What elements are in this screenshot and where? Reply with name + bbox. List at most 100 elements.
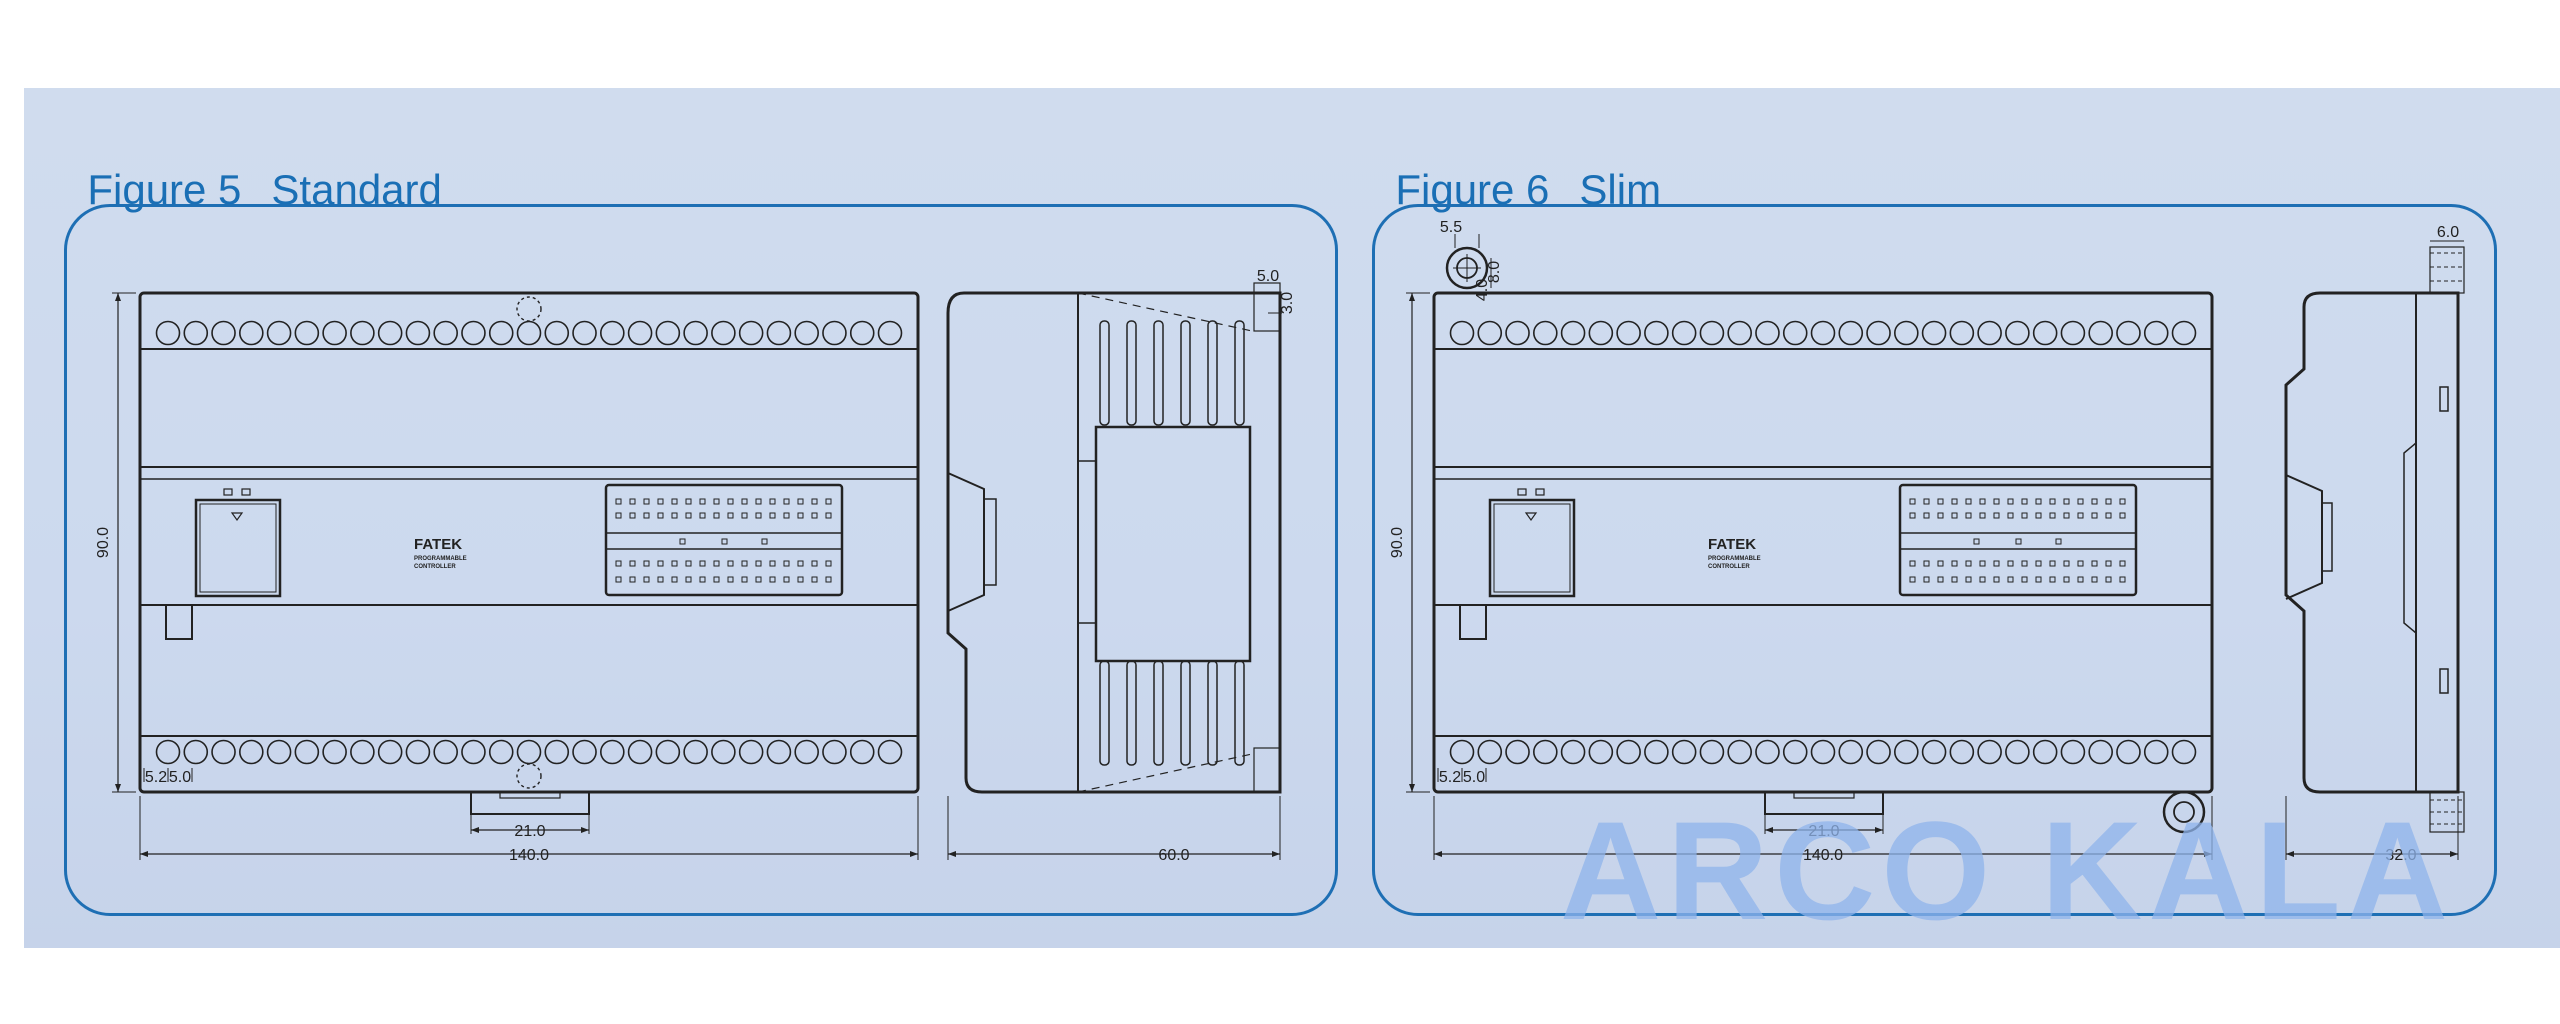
depth-label: 60.0 (1158, 847, 1189, 864)
output-led (1923, 560, 1930, 567)
top-terminal (1755, 320, 1780, 346)
bottom-terminal (294, 739, 320, 765)
rail-dimension-arrow-left (471, 827, 479, 833)
mount-ear (1445, 246, 1489, 290)
input-led (1965, 512, 1972, 519)
bottom-terminal (1921, 739, 1947, 765)
top-terminal (1782, 320, 1808, 346)
output-led (615, 576, 622, 583)
brand-name: FATEK (1708, 536, 1756, 553)
output-led (741, 560, 748, 567)
brand-sub-1: PROGRAMMABLE (414, 556, 467, 562)
input-led (685, 498, 692, 505)
bottom-terminal (2143, 739, 2169, 765)
bottom-terminal (1533, 739, 1558, 765)
bottom-terminal (1866, 739, 1891, 765)
top-terminal (2032, 320, 2058, 346)
bottom-terminal (1977, 739, 2002, 765)
bottom-terminal (1727, 739, 1752, 765)
input-led (769, 512, 776, 519)
input-led (797, 498, 804, 505)
top-terminal (2171, 320, 2197, 346)
input-led (671, 512, 678, 519)
input-led (2007, 498, 2014, 505)
din-latch (983, 498, 997, 586)
output-led (2119, 560, 2126, 567)
port-led-1 (1517, 488, 1527, 496)
watermark: ARCO KALA (1560, 792, 2454, 949)
input-led (755, 512, 762, 519)
top-terminal (572, 320, 597, 346)
slim-depth-dimension-arrow-left (2286, 851, 2294, 857)
output-led (811, 576, 818, 583)
input-led (657, 512, 664, 519)
side-window (1094, 425, 1252, 663)
output-led (1937, 576, 1944, 583)
output-led (657, 576, 664, 583)
din-hook (947, 472, 985, 612)
mount-h1-label: 8.0 (1486, 261, 1503, 283)
pitch-label-b: 5.0 (1463, 769, 1485, 786)
port-door-inner (1493, 503, 1571, 593)
input-led (713, 512, 720, 519)
output-led (1951, 560, 1958, 567)
input-led (755, 498, 762, 505)
output-led (797, 560, 804, 567)
input-led (727, 512, 734, 519)
bottom-terminal (572, 739, 597, 765)
slim-front-rail (2403, 442, 2417, 634)
input-led (2105, 512, 2112, 519)
bottom-terminal (2060, 739, 2086, 765)
output-led (769, 560, 776, 567)
slim-depth-label: 32.0 (2385, 847, 2416, 864)
top-terminal (488, 320, 514, 346)
bottom-terminal (1838, 739, 1864, 765)
output-led (825, 576, 832, 583)
output-led (671, 576, 678, 583)
bottom-terminal (711, 739, 736, 765)
front-body (138, 291, 920, 794)
bottom-terminal (2032, 739, 2058, 765)
brand-sub-2: CONTROLLER (1708, 564, 1750, 570)
bottom-terminal (600, 739, 625, 765)
pitch-label-a: 5.2 (1439, 769, 1461, 786)
input-led (2049, 498, 2056, 505)
output-led (741, 576, 748, 583)
input-led (2063, 512, 2070, 519)
brand-sub-1: PROGRAMMABLE (1708, 556, 1761, 562)
input-led (2077, 498, 2084, 505)
battery-tab (1459, 604, 1487, 640)
top-terminal (627, 320, 653, 346)
bottom-rib (1099, 660, 1110, 766)
input-led (1993, 512, 2000, 519)
top-terminal (1866, 320, 1891, 346)
bottom-terminal (239, 739, 264, 765)
output-led (825, 560, 832, 567)
input-led (741, 498, 748, 505)
bottom-terminal (1949, 739, 1975, 765)
bottom-terminal (211, 739, 236, 765)
bottom-terminal (377, 739, 403, 765)
top-terminal (1727, 320, 1752, 346)
rail-dimension-arrow-right (1875, 827, 1883, 833)
bottom-terminal (1505, 739, 1530, 765)
output-led (2119, 576, 2126, 583)
bottom-terminal (655, 739, 681, 765)
input-led (2119, 498, 2126, 505)
top-terminal (377, 320, 403, 346)
bottom-terminal (1616, 739, 1641, 765)
output-led (755, 576, 762, 583)
slim-side-outline (2284, 291, 2460, 794)
triangle-icon (1524, 512, 1538, 522)
input-led (2007, 512, 2014, 519)
bottom-rib (1234, 660, 1245, 766)
output-led (2063, 560, 2070, 567)
top-terminal (1838, 320, 1864, 346)
top-height-label: 3.0 (1279, 292, 1296, 314)
input-led (1923, 498, 1930, 505)
side-top-label: 6.0 (2437, 224, 2459, 241)
slim-depth-dimension-arrow-right (2450, 851, 2458, 857)
input-led (2063, 498, 2070, 505)
bottom-terminal (350, 739, 375, 765)
